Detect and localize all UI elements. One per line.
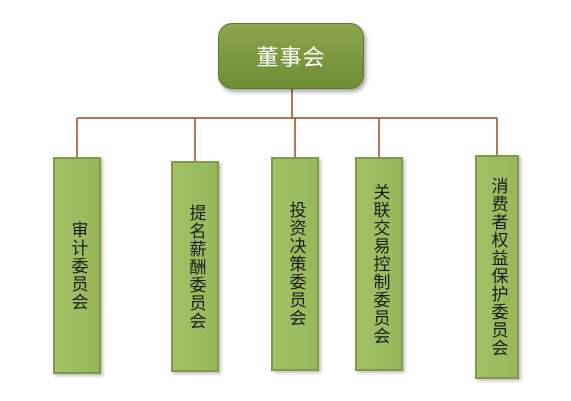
committee-node-investment-decision: 投资决策委员会 bbox=[271, 157, 319, 371]
committee-label: 审计委员会 bbox=[67, 220, 88, 311]
committee-label: 提名薪酬委员会 bbox=[185, 203, 206, 330]
board-of-directors-node: 董事会 bbox=[218, 23, 364, 89]
committee-node-audit: 审计委员会 bbox=[53, 157, 101, 374]
committee-node-consumer-protection: 消费者权益保护委员会 bbox=[475, 155, 519, 379]
committee-node-nomination-remuneration: 提名薪酬委员会 bbox=[171, 161, 219, 372]
committee-label: 投资决策委员会 bbox=[285, 201, 306, 327]
committee-label: 消费者权益保护委员会 bbox=[487, 177, 508, 357]
board-label: 董事会 bbox=[256, 46, 326, 71]
committee-label: 关联交易控制委员会 bbox=[369, 183, 390, 345]
committee-node-related-party-transactions: 关联交易控制委员会 bbox=[355, 157, 403, 371]
